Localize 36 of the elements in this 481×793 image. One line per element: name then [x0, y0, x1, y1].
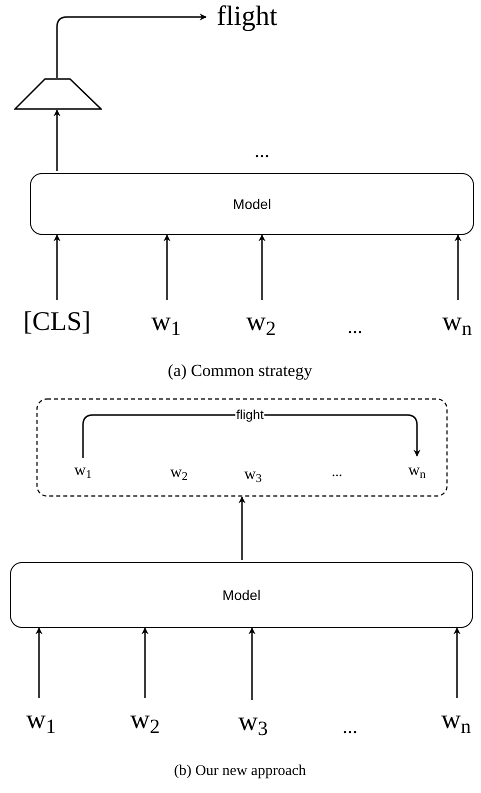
- arrow: [54, 234, 60, 300]
- arrow: [238, 496, 246, 560]
- token-label: w$_{n}$: [436, 302, 478, 340]
- token-label: w$_{2}$: [240, 302, 282, 340]
- ellipsis: ...: [254, 139, 270, 164]
- arrow: [258, 234, 266, 300]
- edge-label: flight: [235, 408, 265, 421]
- token-label: w$_{3}$: [232, 702, 274, 740]
- ellipsis: ...: [330, 464, 344, 482]
- token-label: w$_{1}$: [146, 302, 186, 340]
- arrow: [56, 14, 207, 78]
- token-label: [CLS]: [18, 302, 96, 340]
- arrow: [142, 627, 148, 698]
- arrow: [454, 234, 462, 300]
- caption: (a) Common strategy: [166, 360, 314, 382]
- caption: (b) Our new approach: [172, 762, 308, 781]
- arrow: [82, 414, 420, 458]
- classifier-trapezoid: [14, 78, 102, 110]
- token-label: w$_{2}$: [166, 460, 192, 486]
- token-label: w$_{n}$: [402, 458, 432, 484]
- token-label: w$_{2}$: [124, 700, 166, 738]
- model-box: Model: [30, 173, 474, 235]
- token-label: w$_{3}$: [240, 462, 266, 488]
- arrow: [36, 627, 42, 698]
- ellipsis: ...: [342, 715, 358, 740]
- token-label: w$_{n}$: [434, 700, 478, 738]
- arrow: [164, 234, 170, 300]
- arrow: [248, 627, 256, 700]
- token-label: w$_{1}$: [70, 458, 96, 484]
- token-label: w$_{1}$: [20, 700, 62, 738]
- model-box: Model: [10, 562, 473, 628]
- output-region-box: [36, 398, 448, 497]
- arrow: [54, 109, 60, 171]
- ellipsis: ...: [346, 315, 364, 340]
- arrow: [454, 627, 460, 698]
- output-label: flight: [212, 0, 282, 34]
